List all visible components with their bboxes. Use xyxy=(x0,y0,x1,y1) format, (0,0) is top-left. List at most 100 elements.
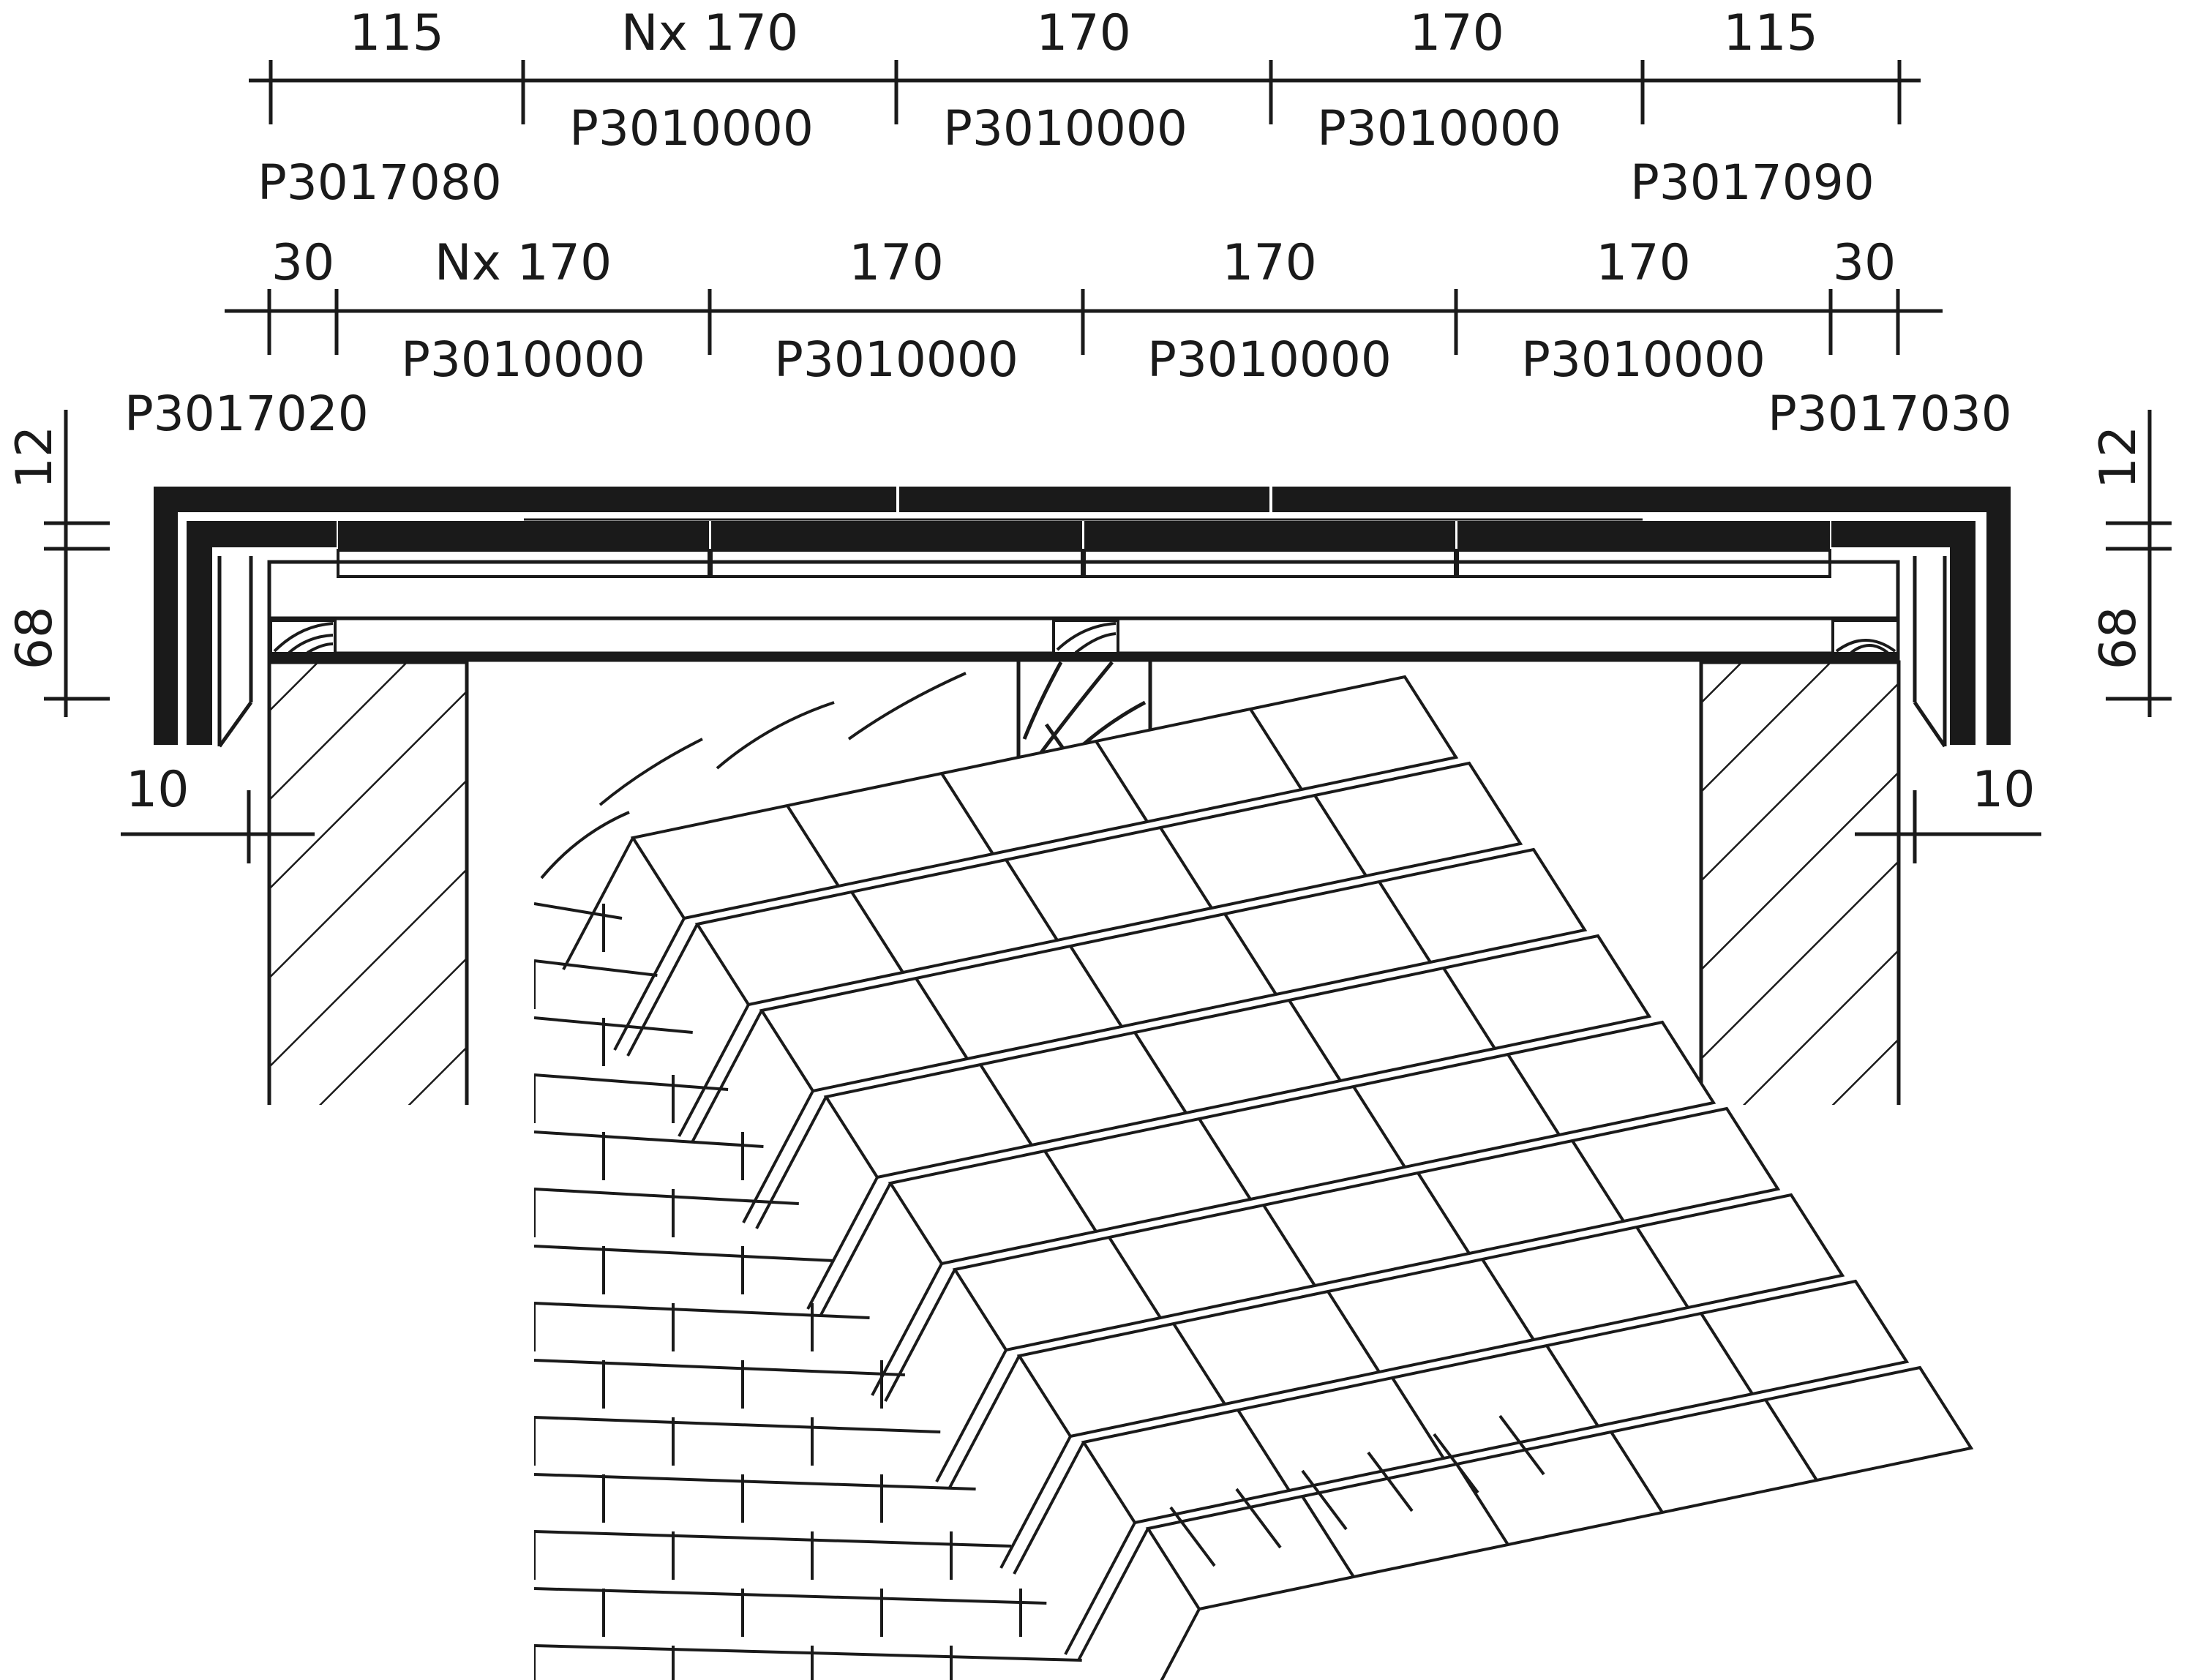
coping-joint xyxy=(1249,708,1303,791)
left-dim-gap: 10 xyxy=(126,761,190,819)
coping-joint xyxy=(1764,1398,1818,1482)
coping-joint xyxy=(1700,1312,1754,1395)
coping-strip xyxy=(1081,1279,1910,1525)
second-dim-4: 170 xyxy=(1222,234,1317,292)
coping-fold-edge xyxy=(884,1269,956,1402)
brick-course-line xyxy=(534,902,623,920)
right-dim-gap: 10 xyxy=(1972,761,2035,819)
coping-joint xyxy=(1288,999,1342,1082)
coping-top-curve xyxy=(716,701,835,770)
coping-fold-edge xyxy=(935,1349,1008,1482)
top-dim-3: 170 xyxy=(1036,4,1131,62)
timber-block-right xyxy=(1831,619,1899,655)
right-dim-bottom: 68 xyxy=(2090,607,2147,670)
second-code-3: P3010000 xyxy=(1147,331,1392,388)
coping-fold-edge xyxy=(1077,1528,1149,1661)
brick-course-line xyxy=(534,1416,941,1433)
coping-fold-edge xyxy=(1160,1608,1201,1680)
coping-tick xyxy=(1498,1414,1545,1476)
coping-strip xyxy=(1016,1193,1845,1439)
coping-joint xyxy=(850,890,904,974)
left-dim-top: 12 xyxy=(6,426,64,490)
coping-joint xyxy=(1198,1117,1252,1201)
second-code-1: P3010000 xyxy=(401,331,645,388)
coping-strip xyxy=(1145,1365,1974,1611)
coping-fold-edge xyxy=(948,1355,1021,1488)
coping-joint xyxy=(915,977,969,1060)
coping-strip xyxy=(952,1106,1781,1352)
coping-joint xyxy=(1610,1430,1664,1514)
coping-top-curve xyxy=(599,738,703,806)
coping-tick xyxy=(1301,1469,1348,1531)
coping-fold-edge xyxy=(562,837,634,970)
coping-top-curve xyxy=(540,811,630,880)
coping-fold-edge xyxy=(742,1090,814,1223)
coping-fold-edge xyxy=(871,1263,943,1396)
coping-fold-edge xyxy=(613,918,686,1051)
coping-joint xyxy=(1237,1409,1291,1492)
coping-joint xyxy=(1108,1236,1162,1319)
coping-strip xyxy=(888,1020,1716,1266)
coping-joint xyxy=(786,804,840,888)
coping-joint xyxy=(940,772,994,855)
second-dim-6: 30 xyxy=(1833,234,1896,292)
brick-course-line xyxy=(534,959,658,977)
second-end-left-code: P3017020 xyxy=(124,386,369,442)
coping-joint xyxy=(1507,1053,1561,1136)
coping-fold-edge xyxy=(1013,1441,1085,1575)
right-dim-top: 12 xyxy=(2090,426,2147,490)
brick-course-line xyxy=(534,1587,1047,1605)
coping-joint xyxy=(1043,1150,1098,1233)
coping-joint xyxy=(1005,858,1059,942)
coping-joint xyxy=(979,1063,1033,1147)
second-dim-3: 170 xyxy=(849,234,944,292)
coping-joint xyxy=(1635,1226,1689,1309)
brick-course-line xyxy=(534,1016,693,1034)
brick-course-line xyxy=(534,1530,1012,1548)
coping-fold-edge xyxy=(999,1436,1072,1569)
coping-joint xyxy=(1133,1031,1187,1114)
brick-wall-illustration xyxy=(534,672,1974,1680)
brick-course-line xyxy=(534,1473,976,1490)
brick-course-line xyxy=(534,1130,764,1148)
coping-fold-edge xyxy=(755,1096,828,1229)
top-dim-4: 170 xyxy=(1409,4,1504,62)
coping-tick xyxy=(1367,1451,1414,1512)
outer-coping-cap xyxy=(154,487,2011,745)
coping-tick xyxy=(1235,1488,1282,1549)
coping-joint xyxy=(1327,1290,1381,1373)
coping-fold-edge xyxy=(678,1004,750,1137)
top-code-3: P3010000 xyxy=(1317,100,1561,157)
coping-joint xyxy=(1301,1495,1355,1578)
coping-joint xyxy=(1545,1344,1599,1428)
top-code-2: P3010000 xyxy=(943,100,1187,157)
brick-course-line xyxy=(534,1073,729,1091)
coping-joint xyxy=(1391,1376,1445,1460)
coping-joint xyxy=(1159,826,1213,910)
top-code-1: P3010000 xyxy=(569,100,814,157)
second-dim-2: Nx 170 xyxy=(435,234,612,292)
second-end-right-code: P3017030 xyxy=(1768,386,2012,442)
coping-joint xyxy=(1352,1085,1406,1169)
wall-section-right xyxy=(1699,660,1901,1105)
second-dim-1: 30 xyxy=(271,234,335,292)
top-dim-1: 115 xyxy=(349,4,444,62)
coping-joint xyxy=(1313,794,1367,877)
brick-course-line xyxy=(534,1302,870,1319)
second-code-4: P3010000 xyxy=(1521,331,1766,388)
coping-joint xyxy=(1223,912,1277,996)
coping-joint xyxy=(1442,967,1496,1050)
coping-joint xyxy=(1571,1139,1625,1223)
second-dim-5: 170 xyxy=(1596,234,1691,292)
brick-course-line xyxy=(534,1245,835,1262)
coping-fold-edge xyxy=(819,1182,892,1316)
second-dimension-line xyxy=(225,289,1943,355)
top-end-left-code: P3017080 xyxy=(258,154,502,211)
coping-joint xyxy=(1069,945,1123,1028)
coping-joint xyxy=(1378,880,1432,964)
coping-strip xyxy=(694,761,1523,1007)
coping-tick xyxy=(1169,1506,1216,1567)
coping-tick xyxy=(1433,1433,1479,1494)
inner-coping-cap xyxy=(187,521,1976,745)
